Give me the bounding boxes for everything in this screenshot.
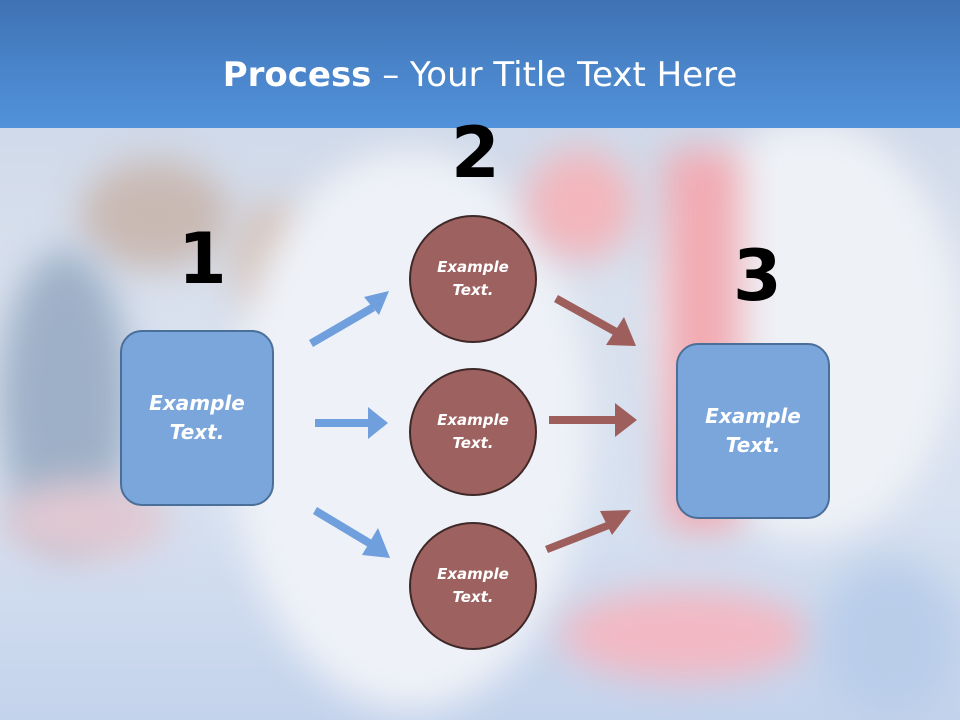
slide-title: Process – Your Title Text Here: [0, 52, 960, 98]
step-number-2: 2: [451, 112, 500, 194]
left-box[interactable]: Example Text.: [120, 330, 274, 506]
circle-middle-label: Example Text.: [437, 411, 509, 452]
circle-top-label: Example Text.: [437, 258, 509, 299]
right-box-label: Example Text.: [705, 404, 801, 457]
arrow-right-icon: [315, 407, 388, 439]
arrow-right-icon: [549, 403, 637, 437]
right-box[interactable]: Example Text.: [676, 343, 830, 519]
blue-arrows: [309, 291, 390, 558]
step-number-1: 1: [178, 218, 227, 300]
arrow-down-right-icon: [313, 507, 390, 558]
title-rest: – Your Title Text Here: [371, 55, 738, 95]
circle-bottom[interactable]: Example Text.: [409, 522, 537, 650]
title-bold: Process: [222, 55, 372, 95]
circle-middle[interactable]: Example Text.: [409, 368, 537, 496]
step-number-3: 3: [733, 235, 782, 317]
circle-top[interactable]: Example Text.: [409, 215, 537, 343]
left-box-label: Example Text.: [149, 391, 245, 444]
arrow-up-right-icon: [309, 291, 389, 347]
brown-arrows: [545, 295, 637, 553]
arrow-down-right-icon: [554, 295, 636, 346]
arrow-up-right-icon: [545, 510, 631, 553]
title-banner: [0, 0, 960, 128]
circle-bottom-label: Example Text.: [437, 565, 509, 606]
